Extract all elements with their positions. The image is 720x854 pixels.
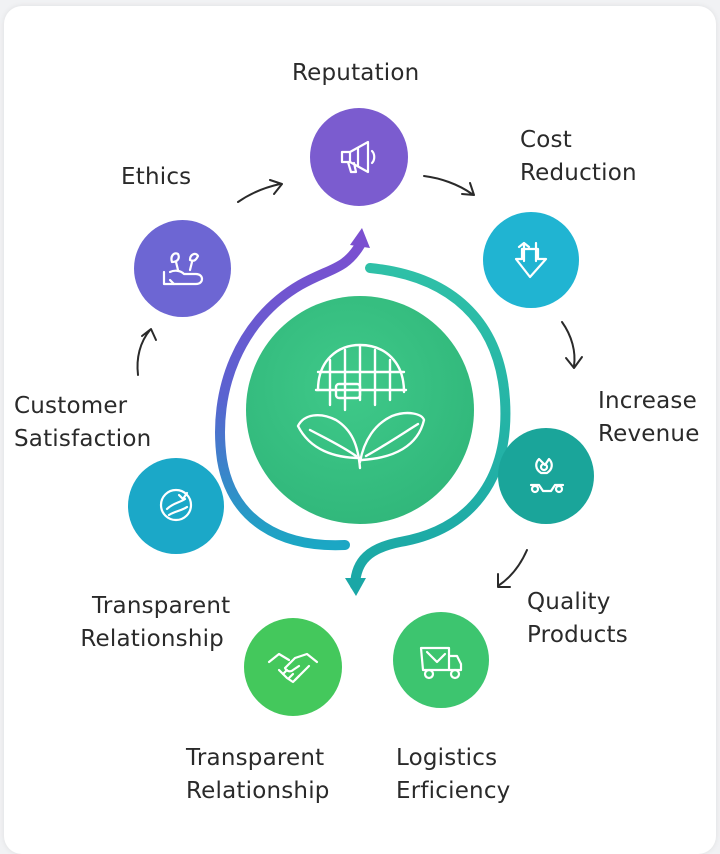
ring-arc-left [215,240,365,551]
label-transparent-relationship-left: Transparent Relationship [80,593,231,652]
label-customer-satisfaction: Customer Satisfaction [14,393,152,452]
satisfaction-icon [159,488,193,522]
delivery-truck-icon [419,646,463,680]
center-circle [246,296,474,524]
label-cost-reduction: Cost Reduction [520,127,637,186]
label-ethics: Ethics [121,164,192,190]
node-quality-products [393,612,489,708]
cycle-ring [215,228,511,596]
arrow-ethics-to-reputation [237,179,283,203]
node-customer-satisfaction [128,458,224,554]
node-cost-reduction [483,212,579,308]
label-quality-products: Quality Products [527,589,628,648]
arrow-cost-to-revenue [561,321,583,369]
arrow-reputation-to-cost [423,175,475,196]
node-reputation [310,108,408,206]
down-arrows-icon [514,241,548,279]
globe-leaves-icon [296,343,426,470]
handshake-icon [267,652,319,684]
node-increase-revenue [498,428,594,524]
ring-arrow-head-bottom [345,578,366,596]
megaphone-icon [340,140,376,174]
label-increase-revenue: Increase Revenue [598,388,700,447]
ring-arrow-head-top [350,228,370,248]
connector-arrows [136,175,583,588]
hands-sprout-icon [162,251,203,285]
label-logistics-efficiency: Logistics Erficiency [396,745,511,804]
node-ethics [134,220,231,317]
ring-arc-right [350,263,511,590]
node-transparent-relationship [244,618,342,716]
arrow-customer-to-ethics [136,328,157,376]
label-reputation: Reputation [292,60,420,86]
label-transparent-relationship-bottom: Transparent Relationship [186,745,330,804]
arrow-revenue-to-quality [497,549,528,588]
revenue-icon [529,457,565,494]
